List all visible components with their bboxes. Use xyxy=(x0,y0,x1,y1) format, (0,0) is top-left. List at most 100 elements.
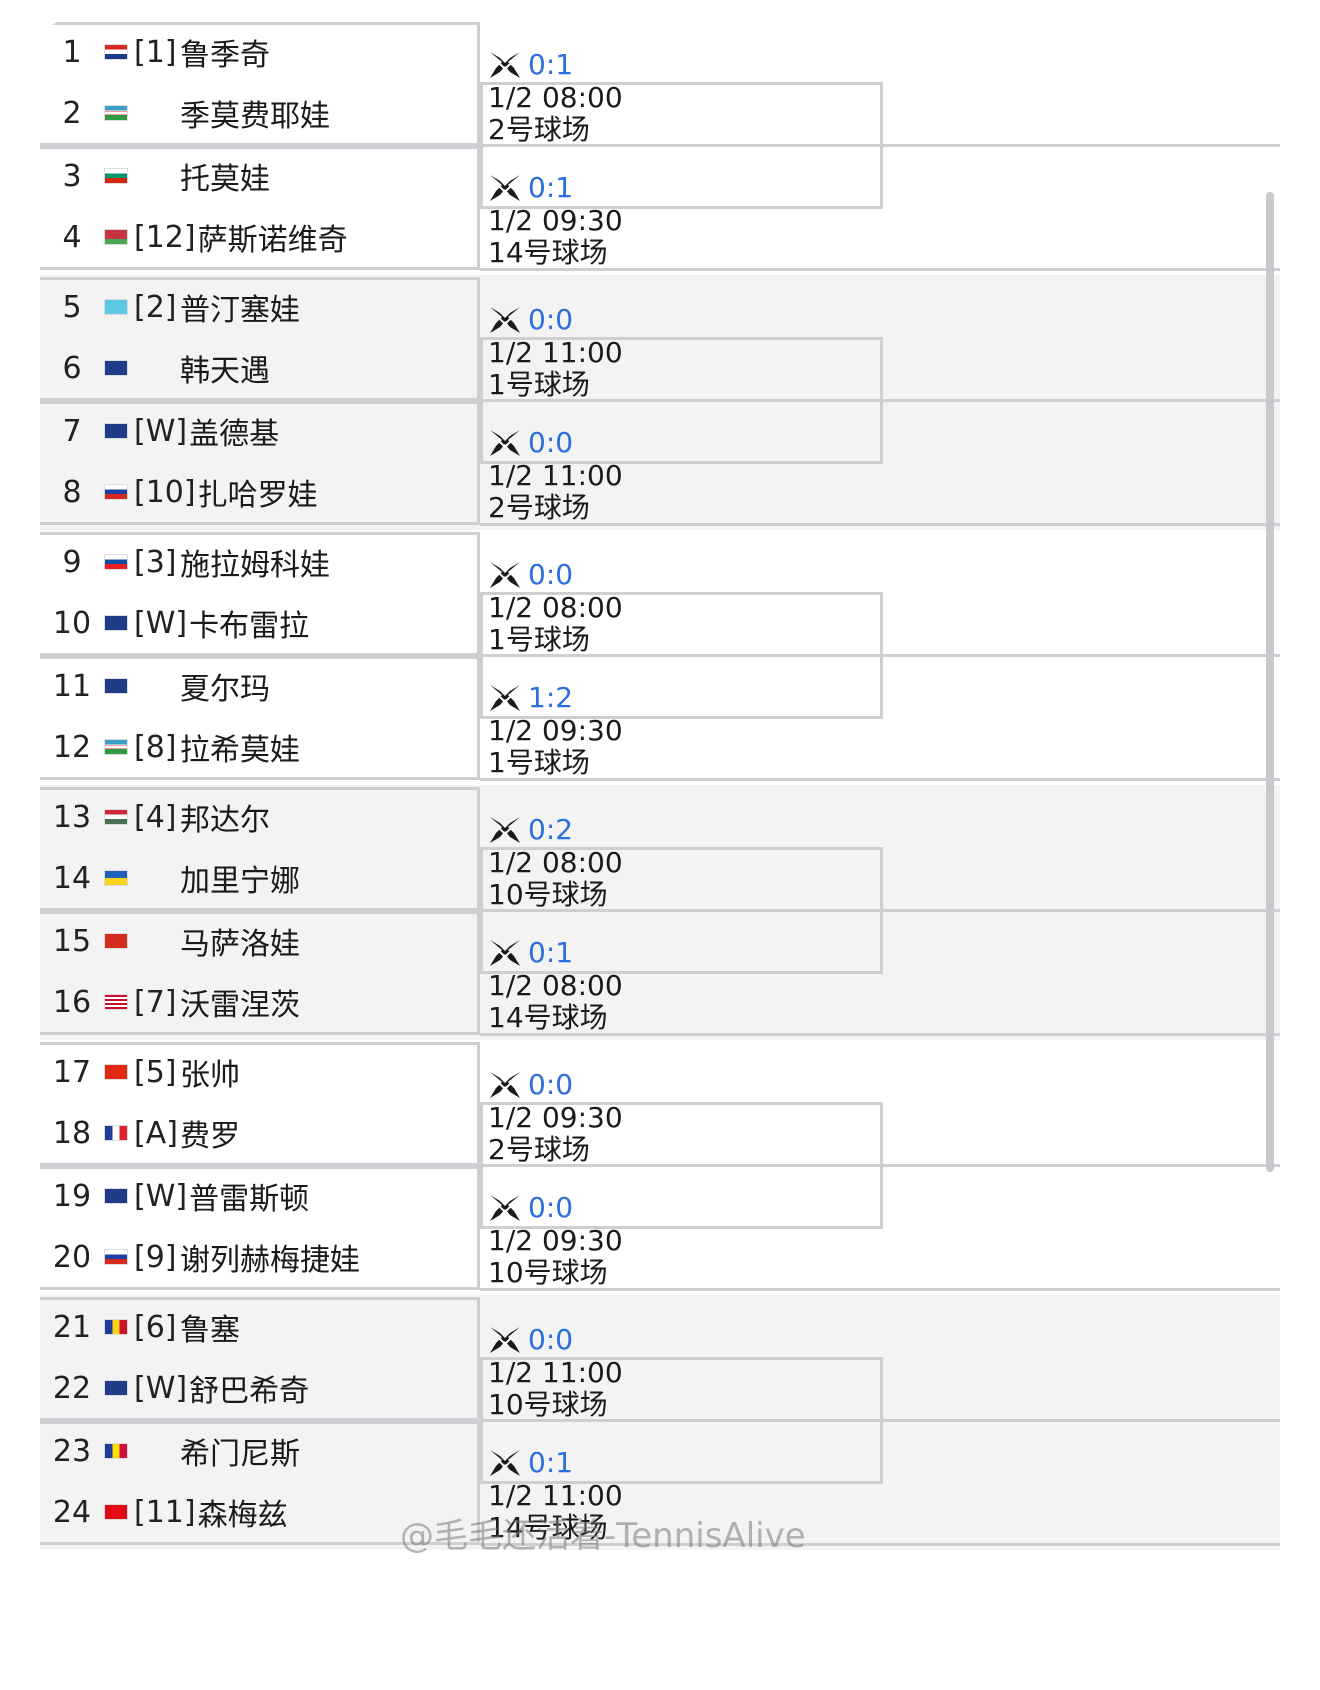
scoreboard-icon xyxy=(488,1325,522,1355)
match-court: 2号球场 xyxy=(488,113,590,146)
scrollbar[interactable] xyxy=(1266,192,1274,1172)
player-number: 5 xyxy=(62,289,82,325)
player-name: 拉希莫娃 xyxy=(180,733,300,768)
player-number: 18 xyxy=(52,1115,92,1151)
player-row[interactable]: 9[3]施拉姆科娃 xyxy=(40,538,330,586)
player-name: 谢列赫梅捷娃 xyxy=(180,1243,360,1278)
player-row[interactable]: 21[6]鲁塞 xyxy=(40,1303,240,1351)
score-text: 0:1 xyxy=(528,936,574,969)
round-connector xyxy=(480,82,883,209)
player-row[interactable]: 20[9]谢列赫梅捷娃 xyxy=(40,1233,360,1281)
player-name: 舒巴希奇 xyxy=(189,1374,310,1409)
player-row[interactable]: 2 季莫费耶娃 xyxy=(40,89,330,137)
player-seed: [1] xyxy=(134,34,177,70)
player-number: 16 xyxy=(52,984,92,1020)
player-row[interactable]: 10[W]卡布雷拉 xyxy=(40,599,309,647)
match-time: 1/2 11:00 xyxy=(488,459,623,492)
match-court: 14号球场 xyxy=(488,236,608,269)
match-box xyxy=(40,1421,480,1545)
match-score[interactable]: 1:2 xyxy=(488,681,573,714)
score-text: 0:0 xyxy=(528,1191,574,1224)
flag-icon xyxy=(104,229,128,245)
scoreboard-icon xyxy=(488,428,522,458)
match-box xyxy=(40,911,480,1035)
player-row[interactable]: 16[7]沃雷涅茨 xyxy=(40,978,300,1026)
flag-icon xyxy=(104,423,128,439)
match-score[interactable]: 0:1 xyxy=(488,1446,573,1479)
player-number: 1 xyxy=(62,34,82,70)
player-row[interactable]: 1[1]鲁季奇 xyxy=(40,28,270,76)
match-score[interactable]: 0:0 xyxy=(488,303,573,336)
player-number: 3 xyxy=(62,158,82,194)
match-score[interactable]: 0:1 xyxy=(488,171,573,204)
player-row[interactable]: 18[A]费罗 xyxy=(40,1109,240,1157)
player-name: 邦达尔 xyxy=(180,803,270,838)
match-time: 1/2 08:00 xyxy=(488,969,623,1002)
match-score[interactable]: 0:1 xyxy=(488,936,573,969)
player-name: 沃雷涅茨 xyxy=(180,988,300,1023)
match-box xyxy=(40,1166,480,1290)
player-row[interactable]: 4[12]萨斯诺维奇 xyxy=(40,213,347,261)
match-box xyxy=(40,277,480,401)
scoreboard-icon xyxy=(488,1070,522,1100)
flag-icon xyxy=(104,1249,128,1265)
player-number: 24 xyxy=(52,1494,92,1530)
flag-icon xyxy=(104,299,128,315)
player-name: 夏尔玛 xyxy=(180,672,270,707)
player-row[interactable]: 19[W]普雷斯顿 xyxy=(40,1172,309,1220)
player-seed: [3] xyxy=(134,544,177,580)
match-score[interactable]: 0:0 xyxy=(488,558,573,591)
flag-icon xyxy=(104,739,128,755)
player-name: 张帅 xyxy=(180,1058,240,1093)
flag-icon xyxy=(104,678,128,694)
player-row[interactable]: 5[2]普汀塞娃 xyxy=(40,283,300,331)
player-row[interactable]: 13[4]邦达尔 xyxy=(40,793,270,841)
bracket-line xyxy=(480,1543,1280,1546)
match-score[interactable]: 0:0 xyxy=(488,426,573,459)
match-score[interactable]: 0:0 xyxy=(488,1068,573,1101)
score-text: 0:0 xyxy=(528,1068,574,1101)
flag-icon xyxy=(104,994,128,1010)
match-score[interactable]: 0:1 xyxy=(488,48,573,81)
round-connector xyxy=(480,592,883,719)
player-name: 盖德基 xyxy=(189,417,280,452)
watermark: @毛毛还活着-TennisAlive xyxy=(400,1516,806,1556)
flag-icon xyxy=(104,870,128,886)
bracket-line xyxy=(480,1033,1280,1036)
player-number: 21 xyxy=(52,1309,92,1345)
match-score[interactable]: 0:0 xyxy=(488,1323,573,1356)
player-row[interactable]: 12[8]拉希莫娃 xyxy=(40,723,300,771)
player-name: 希门尼斯 xyxy=(180,1437,300,1472)
player-number: 13 xyxy=(52,799,92,835)
player-seed: [W] xyxy=(134,605,188,641)
player-name: 扎哈罗娃 xyxy=(197,478,318,513)
match-time: 1/2 08:00 xyxy=(488,81,623,114)
player-row[interactable]: 17[5]张帅 xyxy=(40,1048,240,1096)
match-score[interactable]: 0:0 xyxy=(488,1191,573,1224)
player-name: 季莫费耶娃 xyxy=(180,99,330,134)
player-row[interactable]: 7[W]盖德基 xyxy=(40,407,279,455)
player-number: 2 xyxy=(62,95,82,131)
player-row[interactable]: 22[W]舒巴希奇 xyxy=(40,1364,309,1412)
player-row[interactable]: 24[11]森梅兹 xyxy=(40,1488,288,1536)
player-row[interactable]: 8[10]扎哈罗娃 xyxy=(40,468,318,516)
match-score[interactable]: 0:2 xyxy=(488,813,573,846)
match-box xyxy=(40,656,480,780)
